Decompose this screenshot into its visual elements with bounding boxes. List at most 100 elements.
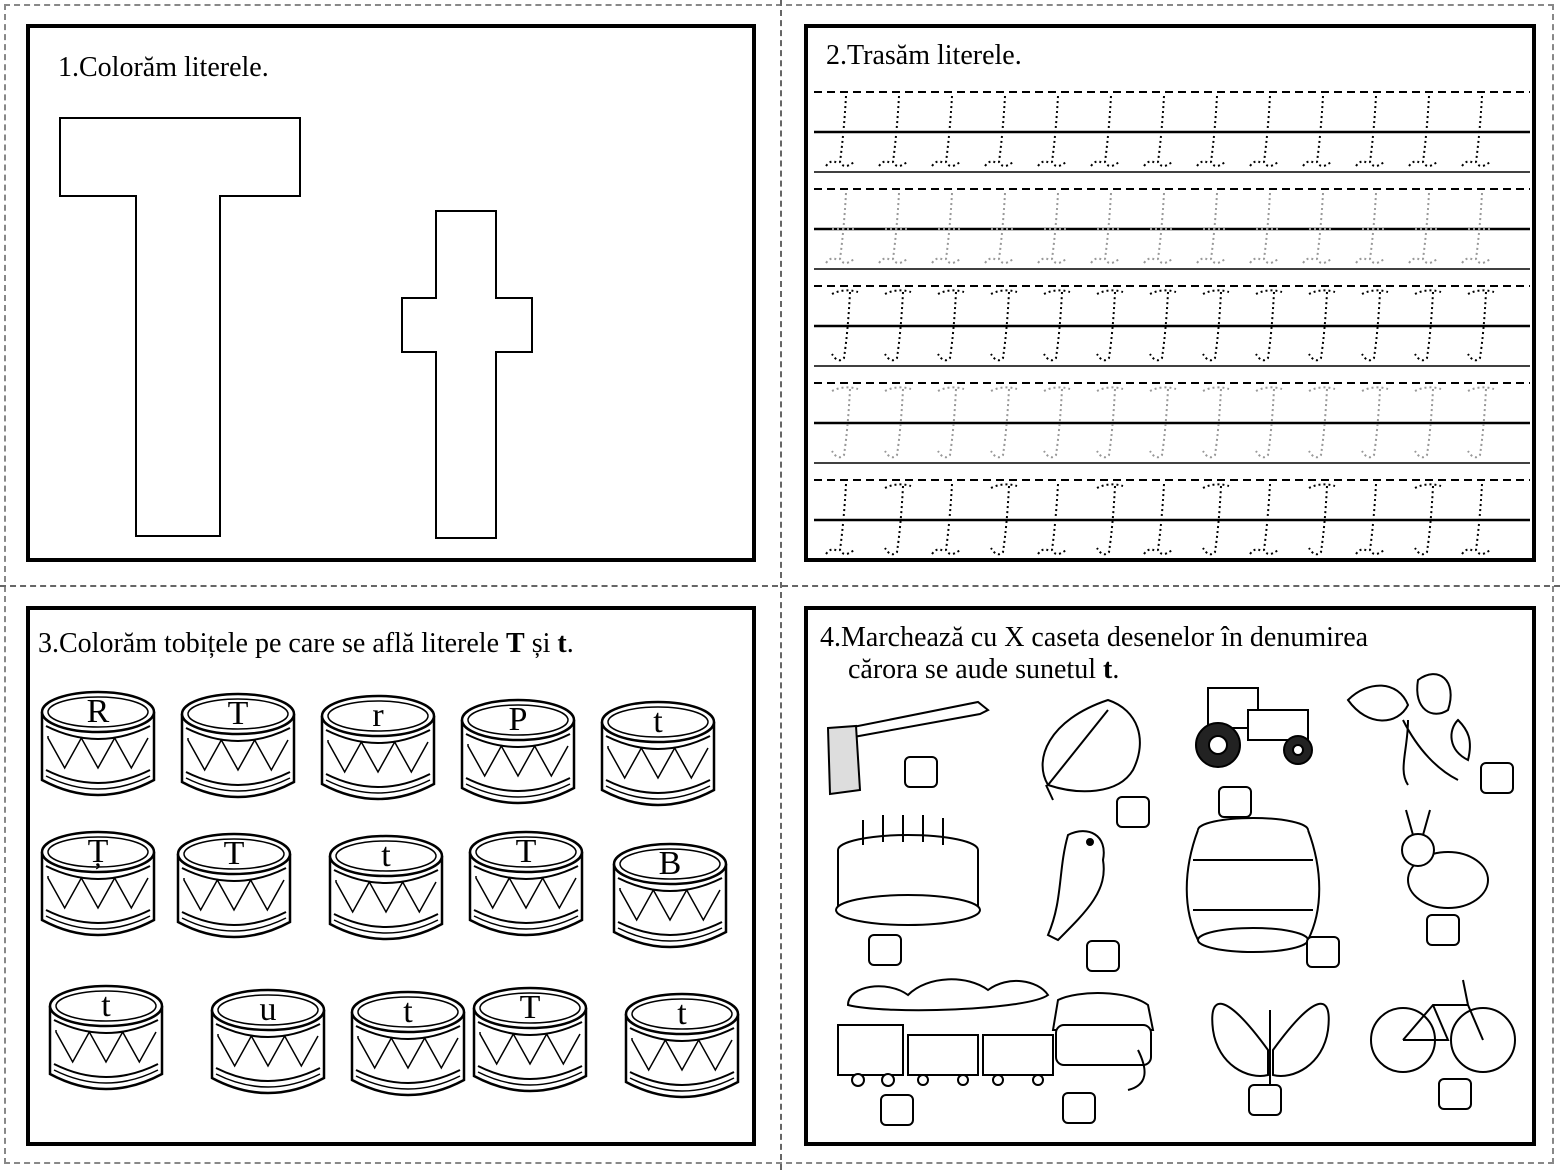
traced-lowercase-t [931, 95, 962, 167]
drum[interactable]: u [210, 988, 326, 1095]
traced-uppercase-T [1043, 289, 1071, 362]
drum[interactable]: t [48, 984, 164, 1091]
checkbox-barrel[interactable] [1306, 936, 1340, 968]
drum[interactable]: t [350, 990, 466, 1097]
traced-uppercase-T [1255, 386, 1283, 459]
traced-lowercase-t [1037, 95, 1068, 167]
page-border [4, 4, 1554, 1164]
drum-letter: P [509, 701, 528, 738]
traced-lowercase-t [1408, 192, 1439, 264]
traced-lowercase-t [1037, 192, 1068, 264]
drum-letter: Ț [88, 833, 109, 870]
exercise-3-panel: 3.Colorăm tobițele pe care se află liter… [26, 606, 756, 1146]
traced-lowercase-t [1355, 192, 1386, 264]
traced-uppercase-T [990, 386, 1018, 459]
traced-uppercase-T [1149, 289, 1177, 362]
rabbit-icon [1401, 809, 1489, 909]
traced-lowercase-t [1408, 95, 1439, 167]
drum[interactable]: T [176, 832, 292, 939]
checkbox-cake[interactable] [868, 934, 902, 966]
checkbox-rabbit[interactable] [1426, 914, 1460, 946]
drum-letter: t [381, 837, 391, 874]
bird-icon [1046, 830, 1105, 942]
drum[interactable]: r [320, 694, 436, 801]
butterfly-icon [1211, 1002, 1330, 1090]
traced-uppercase-T [1308, 289, 1336, 362]
traced-uppercase-T [1414, 483, 1442, 556]
drum[interactable]: R [40, 690, 156, 797]
drum-letter: T [224, 835, 245, 872]
traced-uppercase-T [831, 386, 859, 459]
drum-letter: B [659, 845, 682, 882]
train-icon [837, 978, 1054, 1087]
bicycle-icon [1370, 979, 1516, 1073]
traced-uppercase-T [1467, 289, 1495, 362]
traced-lowercase-t [878, 95, 909, 167]
traced-uppercase-T [1361, 289, 1389, 362]
traced-lowercase-t [1090, 192, 1121, 264]
tracing-lines [814, 91, 1530, 556]
drum[interactable]: Ț [40, 830, 156, 937]
traced-lowercase-t [1196, 192, 1227, 264]
traced-lowercase-t [1461, 483, 1492, 555]
lowercase-t-outline [401, 210, 533, 539]
drum-letter: t [653, 703, 663, 740]
traced-lowercase-t [1249, 192, 1280, 264]
checkbox-bicycle[interactable] [1438, 1078, 1472, 1110]
traced-lowercase-t [1196, 95, 1227, 167]
traced-lowercase-t [984, 192, 1015, 264]
checkbox-tulip[interactable] [1480, 762, 1514, 794]
traced-lowercase-t [1461, 192, 1492, 264]
drum[interactable]: t [624, 992, 740, 1099]
checkbox-butterfly[interactable] [1248, 1084, 1282, 1116]
letter-outlines [59, 117, 533, 539]
traced-lowercase-t [1302, 192, 1333, 264]
traced-uppercase-T [831, 289, 859, 362]
checkbox-bird[interactable] [1086, 940, 1120, 972]
drum[interactable]: P [460, 698, 576, 805]
traced-lowercase-t [984, 95, 1015, 167]
traced-lowercase-t [1143, 483, 1174, 555]
traced-uppercase-T [1202, 386, 1230, 459]
traced-lowercase-t [1355, 483, 1386, 555]
pictures-grid [826, 673, 1516, 1091]
exercise-2-panel: 2.Trasăm literele. [804, 24, 1536, 562]
traced-lowercase-t [1249, 483, 1280, 555]
traced-lowercase-t [1302, 95, 1333, 167]
traced-uppercase-T [1308, 386, 1336, 459]
checkbox-tractor[interactable] [1218, 786, 1252, 818]
checkbox-telephone[interactable] [1062, 1092, 1096, 1124]
drum[interactable]: t [600, 700, 716, 807]
traced-uppercase-T [1361, 386, 1389, 459]
tracing-row [814, 479, 1530, 556]
drum[interactable]: T [180, 692, 296, 799]
traced-uppercase-T [1096, 483, 1124, 556]
traced-lowercase-t [1143, 95, 1174, 167]
drum[interactable]: T [472, 986, 588, 1093]
traced-uppercase-T [1414, 289, 1442, 362]
checkbox-train[interactable] [880, 1094, 914, 1126]
traced-lowercase-t [931, 192, 962, 264]
drum-letter: r [372, 697, 384, 734]
drum[interactable]: t [328, 834, 444, 941]
drum[interactable]: B [612, 842, 728, 949]
exercise-1-title: 1.Colorăm literele. [58, 52, 269, 83]
traced-uppercase-T [1255, 289, 1283, 362]
traced-uppercase-T [884, 289, 912, 362]
traced-uppercase-T [1414, 386, 1442, 459]
drum-letter: t [403, 993, 413, 1030]
drum-letter: t [101, 987, 111, 1024]
traced-uppercase-T [1096, 289, 1124, 362]
traced-uppercase-T [1202, 289, 1230, 362]
tracing-row [814, 382, 1530, 464]
horizontal-cut-line [0, 585, 1560, 587]
checkbox-axe[interactable] [904, 756, 938, 788]
traced-lowercase-t [825, 192, 856, 264]
drum-letter: t [677, 995, 687, 1032]
traced-uppercase-T [1096, 386, 1124, 459]
drum[interactable]: T [468, 830, 584, 937]
traced-uppercase-T [937, 386, 965, 459]
traced-lowercase-t [1090, 95, 1121, 167]
checkbox-leaf[interactable] [1116, 796, 1150, 828]
traced-uppercase-T [1308, 483, 1336, 556]
